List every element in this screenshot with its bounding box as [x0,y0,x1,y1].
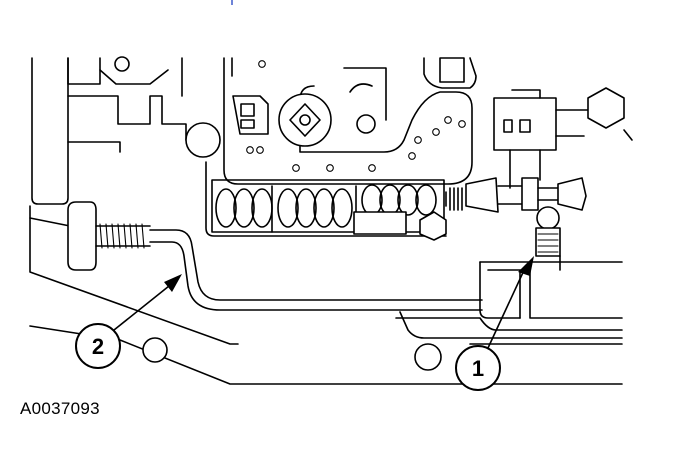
callout-2: 2 [75,274,182,369]
callout-1-arrowhead [518,256,534,276]
cable-assembly [67,201,483,311]
callout-2-leader [113,281,175,331]
callout-1: 1 [455,256,534,391]
spring-tray [205,161,447,241]
callout-1-label: 1 [472,356,484,381]
callout-2-label: 2 [92,334,104,359]
callout-1-leader [487,265,527,349]
callout-1-circle [455,345,501,391]
callout-2-arrowhead [164,274,182,292]
figure-id: A0037093 [20,399,100,418]
lever-plate [223,57,477,185]
right-bracket [493,87,633,189]
left-housing [31,56,221,205]
adjuster-assembly [445,177,587,257]
callout-2-circle [75,323,121,369]
